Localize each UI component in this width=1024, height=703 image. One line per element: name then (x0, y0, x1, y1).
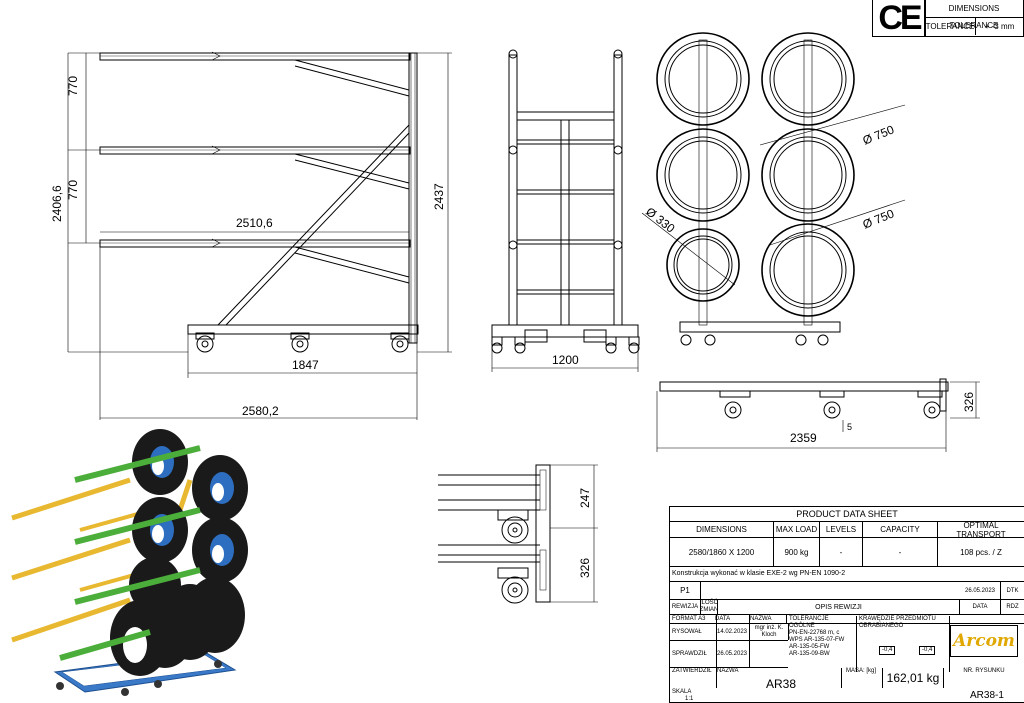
dim-right-height: 2437 (432, 183, 446, 210)
pds-value-dimensions: 2580/1860 X 1200 (670, 538, 774, 566)
revision-col-rdz: RDZ (1006, 603, 1019, 610)
tb-format-row: FORMAT A3 DATA NAZWA (670, 615, 1024, 624)
side-view (99, 51, 419, 353)
bottom-side-view (659, 378, 949, 419)
revision-col-data: DATA (960, 600, 1001, 614)
tb-zatwierdzil-label: ZATWIERDZIŁ (670, 668, 717, 688)
tb-edges: KRAWĘDZIE PRZEDMIOTU OBRABIANEGO -0,4 -0… (856, 616, 950, 672)
revision-date: 26.05.2023 (960, 582, 1001, 599)
dim-front-width: 1200 (552, 353, 579, 367)
dim-arm-length: 2510,6 (236, 216, 273, 230)
pds-header-levels: LEVELS (820, 522, 863, 537)
tb-format: FORMAT A3 (670, 615, 717, 623)
tolerance-header: DIMENSIONS TOLERANCE (925, 0, 1023, 30)
dim-770-bottom: 770 (66, 179, 80, 200)
tb-nr-label: NR. RYSUNKU (963, 668, 1005, 674)
tb-skala-label: SKALA (672, 689, 692, 695)
detail-view (438, 464, 551, 604)
product-data-sheet: PRODUCT DATA SHEET DIMENSIONS MAX LOAD L… (669, 506, 1024, 703)
tb-data-label: DATA (715, 615, 750, 623)
tb-tol-line-1: PN-EN-22768 m, c (789, 630, 840, 636)
tire-top-view (641, 32, 906, 346)
tb-drawing-number: AR38-1 (970, 690, 1004, 701)
tb-tol-line-4: AR-135-09-BW (789, 651, 830, 657)
ce-mark: CE (872, 0, 926, 37)
tb-rysowal-label: RYSOWAŁ (670, 624, 717, 640)
tb-nazwa-label: NAZWA (750, 615, 787, 623)
tb-rysowal-name: mgr inż. K. Kloch (750, 624, 789, 640)
revision-col-ilosc: ILOŚĆ ZMIAN (699, 600, 719, 614)
dim-bottom-small: 5 (847, 422, 853, 432)
pds-header-dimensions: DIMENSIONS (670, 522, 774, 537)
side-dimension-lines (67, 52, 452, 420)
tb-sprawdzil-date: 26.05.2023 (715, 641, 750, 667)
tolerance-box: DIMENSIONS TOLERANCE TOLERANCE + -3 mm (924, 0, 1024, 37)
tb-sprawdzil-row: SPRAWDZIŁ 26.05.2023 (670, 641, 788, 668)
tb-edge-a: -0,4 (879, 646, 896, 655)
tb-edge-b: -0,4 (919, 646, 936, 655)
tb-skala-value: 1:1 (685, 696, 694, 702)
pds-values-row: 2580/1860 X 1200 900 kg - - 108 pcs. / Z (670, 538, 1024, 567)
dim-bottom-height: 326 (962, 391, 976, 412)
tb-sprawdzil-label: SPRAWDZIŁ (670, 641, 717, 667)
dim-base-length: 1847 (292, 358, 319, 372)
dim-bottom-length: 2359 (790, 431, 817, 445)
revision-col-rewizja: REWIZJA (670, 600, 701, 614)
revision-row: P1 26.05.2023 DTK (670, 582, 1024, 600)
tb-masa-label: MASA: [kg] (840, 668, 883, 688)
tb-name-value: AR38 (766, 677, 797, 691)
pds-value-levels: - (820, 538, 863, 566)
tolerance-value: + -3 mm (984, 22, 1015, 31)
pds-value-transport: 108 pcs. / Z (960, 547, 1002, 557)
arcom-logo: Arcom (950, 625, 1018, 657)
revision-code: P1 (670, 582, 701, 599)
dim-detail-326: 326 (578, 557, 592, 578)
tb-rysowal-row: RYSOWAŁ 14.02.2023 mgr inż. K. Kloch (670, 624, 789, 641)
pds-header-transport: OPTIMAL TRANSPORT (956, 520, 1006, 539)
tb-bottom-row: ZATWIERDZIŁ NAZWA MASA: [kg] 162,01 kg N… (670, 668, 1024, 688)
tb-tolerances: TOLERANCJE OGÓLNE PN-EN-22768 m, c WPS A… (789, 616, 855, 658)
tb-edges-label: KRAWĘDZIE PRZEDMIOTU OBRABIANEGO (859, 616, 936, 629)
pds-header-maxload: MAX LOAD (774, 522, 820, 537)
tb-tol-label: TOLERANCJE OGÓLNE (789, 616, 829, 629)
dim-total-height: 2406,6 (50, 185, 64, 222)
rack-3d-render (11, 429, 248, 696)
revision-header-row: REWIZJA ILOŚĆ ZMIAN OPIS REWIZJI DATA RD… (670, 600, 1024, 615)
tb-nazwa-title: NAZWA (715, 668, 842, 688)
revision-date-label: DTK (1006, 587, 1019, 594)
dim-770-top: 770 (66, 75, 80, 96)
tb-tol-line-3: AR-135-05-FW (789, 644, 830, 650)
dim-total-length: 2580,2 (242, 404, 279, 418)
tb-rysowal-date: 14.02.2023 (715, 624, 750, 640)
tb-tol-line-2: WPS AR-135-07-FW (789, 637, 845, 643)
pds-note: Konstrukcja wykonać w klasie EXE-2 wg PN… (670, 567, 1024, 582)
tb-mass-value: 162,01 kg (883, 668, 944, 688)
pds-header-row: DIMENSIONS MAX LOAD LEVELS CAPACITY OPTI… (670, 520, 1024, 539)
dim-detail-247: 247 (578, 487, 592, 508)
pds-value-maxload: 900 kg (774, 538, 820, 566)
pds-title: PRODUCT DATA SHEET (670, 507, 1024, 522)
revision-col-opis: OPIS REWIZJI (718, 600, 960, 614)
tolerance-label: TOLERANCE (925, 18, 976, 35)
front-view (491, 49, 640, 354)
pds-header-capacity: CAPACITY (863, 522, 938, 537)
pds-value-capacity: - (863, 538, 938, 566)
